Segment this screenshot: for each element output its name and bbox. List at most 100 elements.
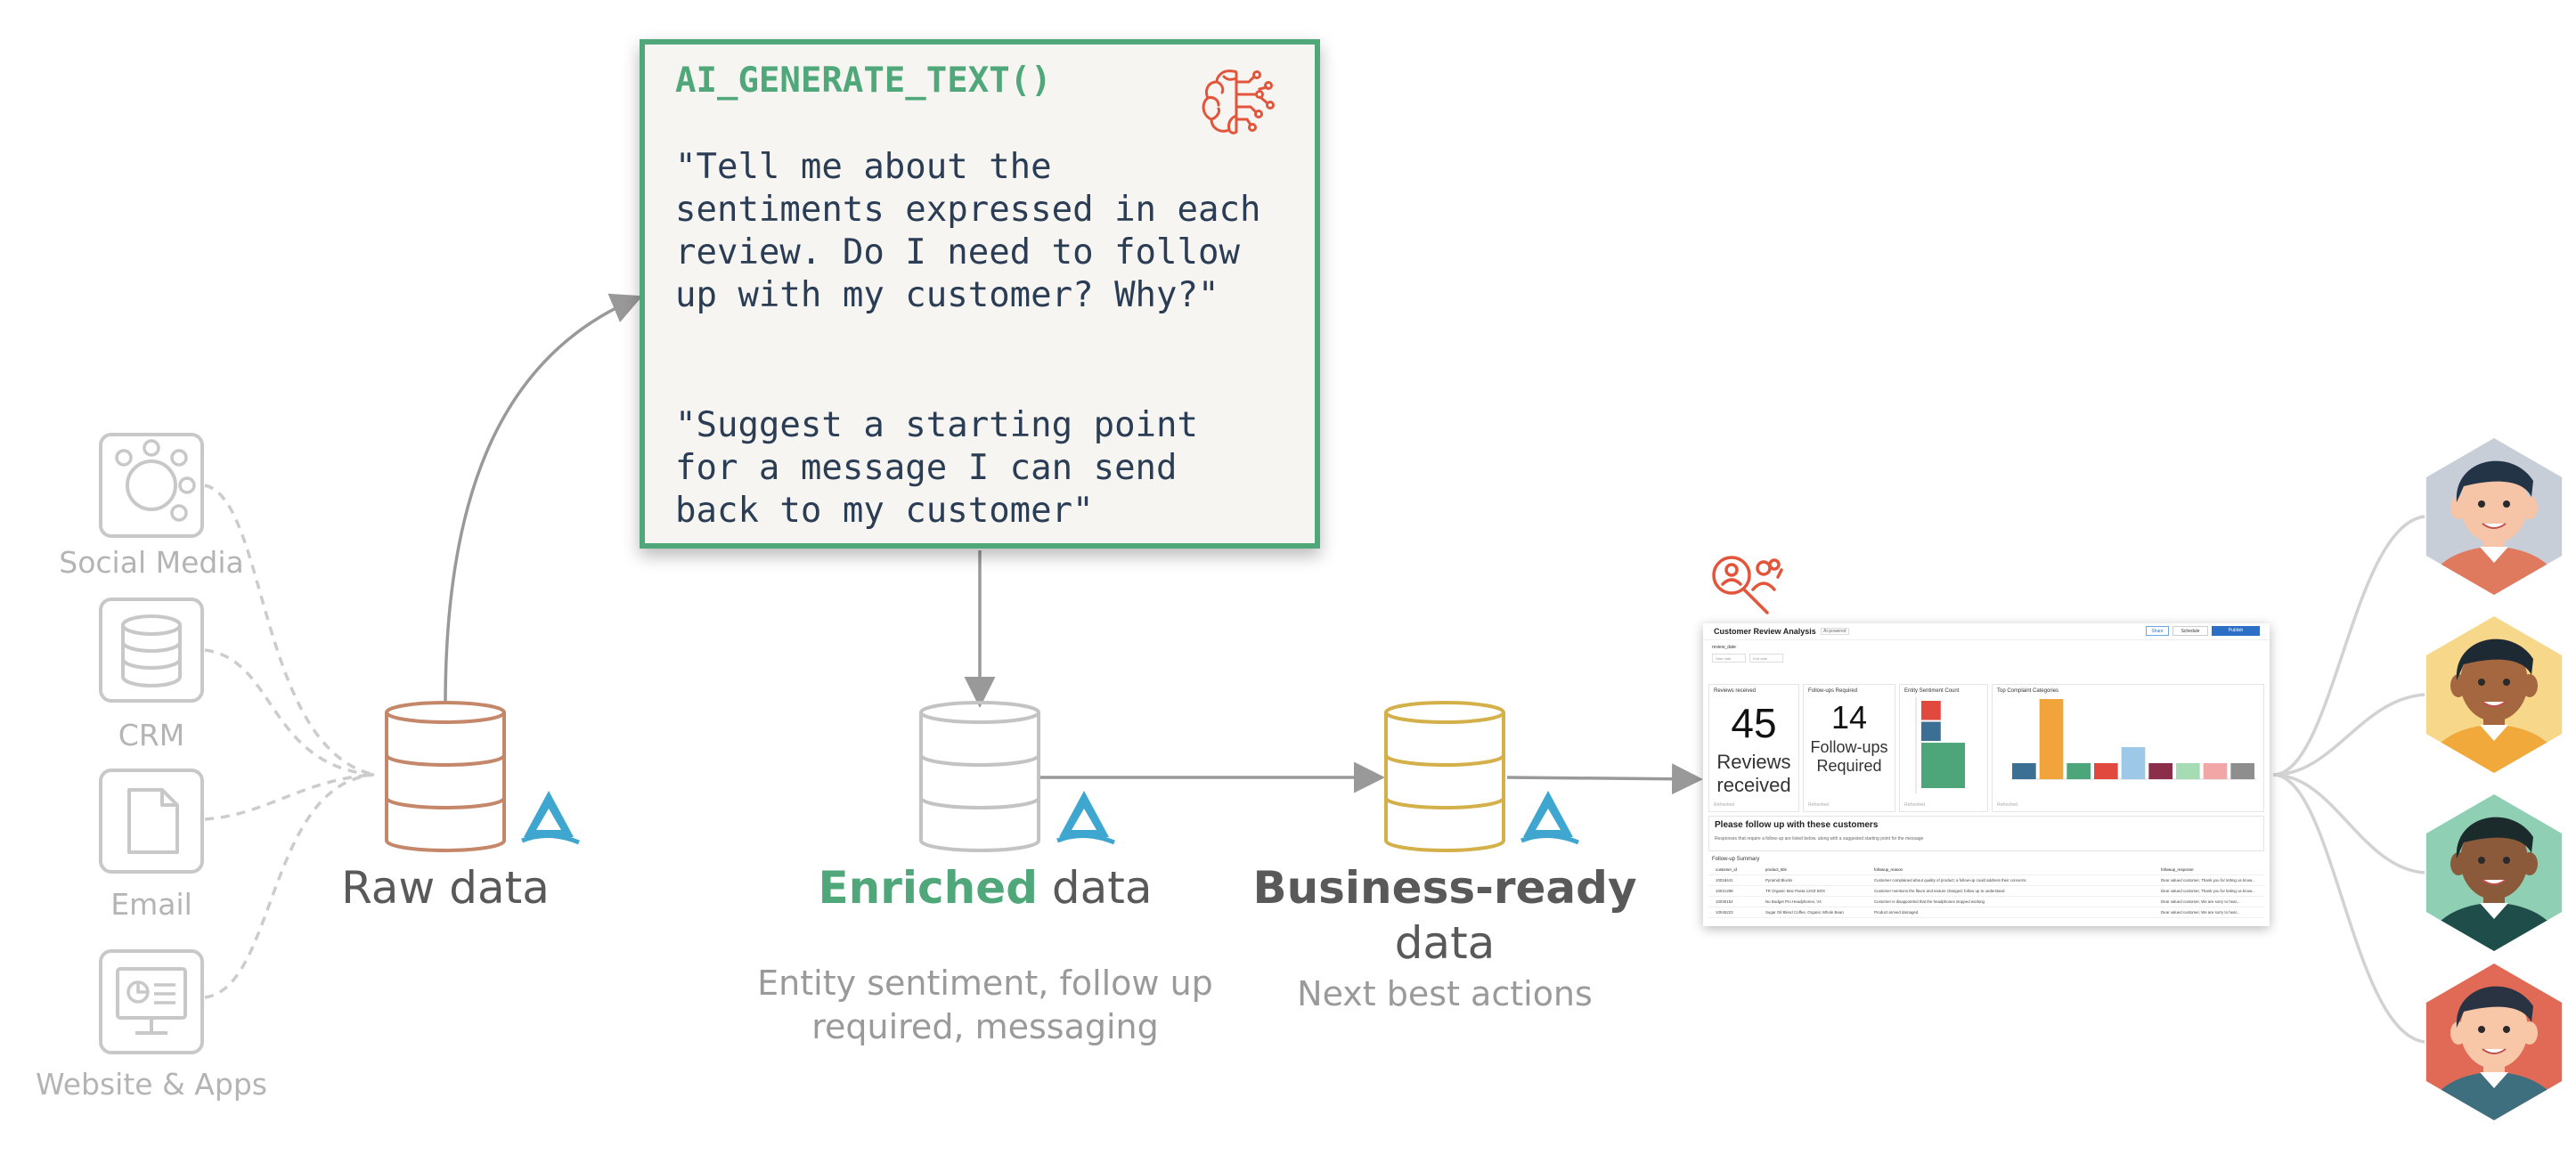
schedule-button[interactable]: Schedule (2172, 626, 2208, 636)
tile-title: Follow-ups Required (1808, 688, 1858, 694)
table-cell: 10021298 (1716, 889, 1733, 893)
entity-bar (1921, 743, 1965, 788)
source-label-website-apps: Website & Apps (36, 1067, 267, 1102)
category-bar (2039, 699, 2064, 779)
source-connectors (204, 484, 375, 999)
tile-footer: Refreshed (1904, 802, 1926, 808)
table-title: Follow-up Summary (1712, 857, 1760, 862)
table-cell: TR Organic Mac Pasta 12OZ BOX (1765, 889, 1826, 893)
enriched-rest: data (1037, 862, 1153, 914)
arrow-business-to-dashboard (1506, 763, 1703, 795)
prompt-suggestion: "Suggest a starting point for a message … (675, 405, 1198, 531)
followup-description: Responses that require a follow-up are l… (1715, 836, 1924, 842)
filter-start-date[interactable]: Start date (1712, 654, 1746, 663)
table-cell: Customer is disappointed that the headph… (1874, 899, 1985, 904)
arrow-raw-to-prompt (444, 293, 643, 704)
prompt-card: AI_GENERATE_TEXT() "Tell me about the se… (640, 39, 1320, 549)
customer-avatar-icon (2425, 964, 2563, 1120)
table-cell: Customer complained about quality of pro… (1874, 878, 2026, 882)
prompt-function-name: AI_GENERATE_TEXT() (675, 61, 1052, 101)
brand-logo-icon (1056, 791, 1115, 845)
dashboard-title: Customer Review Analysis (1714, 627, 1816, 636)
dashboard-screenshot: Customer Review Analysis AI-powered Shar… (1703, 623, 2270, 926)
share-button[interactable]: Share (2146, 626, 2169, 636)
table-cell: Product arrived damaged (1874, 910, 1919, 915)
business-ready-database (1384, 701, 1505, 852)
reviews-caption: Reviews received (1716, 751, 1791, 796)
brand-logo-icon (1520, 791, 1579, 845)
table-cell: Dear valued customer, We are sorry to he… (2161, 899, 2240, 904)
followup-title: Please follow up with these customers (1715, 820, 1879, 830)
source-label-email: Email (110, 887, 192, 922)
table-cell: 10030152 (1716, 899, 1733, 904)
tile-title: Entity Sentiment Count (1904, 688, 1960, 694)
table-header-cell: customer_id (1716, 867, 1737, 872)
enriched-data-label: Enriched data (819, 862, 1153, 914)
persona-connectors (2272, 515, 2425, 1044)
business-ready-title-line2: data (1394, 917, 1496, 969)
category-bar (2176, 763, 2200, 779)
business-ready-subtitle: Next best actions (1297, 974, 1593, 1013)
customer-avatar-icon (2425, 438, 2563, 595)
dashboard-header: Customer Review Analysis AI-powered Shar… (1703, 623, 2270, 640)
followups-count: 14 (1830, 699, 1868, 736)
table-cell: No Budget Pro Headphones, V4 (1765, 899, 1822, 904)
complaint-categories-chart (2010, 699, 2256, 780)
table-cell: 10045223 (1716, 910, 1733, 915)
source-label-social-media: Social Media (59, 545, 244, 580)
tile-footer: Refreshed (1997, 802, 2018, 808)
category-bar (2094, 763, 2118, 779)
table-cell: Sugar Oil Blend Coffee, Organic Whole Be… (1765, 910, 1844, 915)
category-bar (2012, 763, 2036, 779)
business-ready-title: Business-ready (1252, 862, 1637, 914)
table-cell: Dear valued customer, Thank you for lett… (2161, 878, 2255, 882)
enriched-subtitle: Entity sentiment, follow up required, me… (757, 964, 1213, 1046)
customer-avatar-icon (2425, 616, 2563, 773)
category-bar (2148, 763, 2172, 779)
entity-bar (1921, 701, 1941, 720)
dashboard-badge: AI-powered (1821, 628, 1849, 635)
document-icon (99, 769, 204, 874)
analyst-search-icon (1712, 556, 1783, 614)
followup-banner: Please follow up with these customers Re… (1708, 816, 2264, 851)
customer-avatar-icon (2425, 794, 2563, 951)
table-cell: Customer mentions the flavor and texture… (1874, 889, 2005, 893)
ai-brain-icon (1202, 69, 1275, 134)
enriched-highlight: Enriched (818, 862, 1038, 914)
raw-data-database (385, 701, 506, 852)
monitor-icon (99, 949, 204, 1054)
table-header-cell: followup_response (2161, 867, 2194, 872)
table-cell: 10018441 (1716, 878, 1733, 882)
complaint-categories-tile: Top Complaint Categories Refreshed (1992, 684, 2264, 812)
table-cell: Dear valued customer, We are sorry to he… (2161, 910, 2240, 915)
table-header-cell: followup_reason (1874, 867, 1903, 872)
source-label-crm: CRM (118, 718, 185, 752)
reviews-count: 45 (1731, 700, 1777, 746)
category-bar (2067, 763, 2091, 779)
filter-label: review_date (1712, 645, 1736, 650)
table-row[interactable]: 10021298 TR Organic Mac Pasta 12OZ BOX C… (1708, 887, 2264, 897)
followups-tile: Follow-ups Required 14 Follow-ups Requir… (1803, 684, 1895, 812)
personas-layer (2425, 438, 2563, 1120)
tile-footer: Refreshed (1714, 802, 1735, 808)
table-row[interactable]: 10045223 Sugar Oil Blend Coffee, Organic… (1708, 908, 2264, 918)
table-header-row: customer_id product_title followup_reaso… (1708, 866, 2264, 875)
entity-sentiment-tile: Entity Sentiment Count Refreshed (1899, 684, 1988, 812)
table-cell: Dear valued customer, Thank you for lett… (2161, 889, 2255, 893)
entity-bar (1921, 721, 1941, 742)
tile-footer: Refreshed (1808, 802, 1830, 808)
tile-title: Top Complaint Categories (1997, 688, 2059, 694)
category-bar (2203, 763, 2228, 779)
brand-logo-icon (521, 791, 580, 845)
table-row[interactable]: 10018441 Pyramid Blocks Customer complai… (1708, 876, 2264, 886)
prompt-question: "Tell me about the sentiments expressed … (675, 147, 1261, 315)
publish-button[interactable]: Publish (2212, 626, 2260, 636)
entity-sentiment-chart (1915, 697, 1965, 793)
table-row[interactable]: 10030152 No Budget Pro Headphones, V4 Cu… (1708, 898, 2264, 907)
category-bar (2230, 763, 2254, 779)
enriched-data-database (919, 701, 1040, 852)
category-bar (2121, 747, 2146, 779)
filter-end-date[interactable]: End date (1749, 654, 1783, 663)
